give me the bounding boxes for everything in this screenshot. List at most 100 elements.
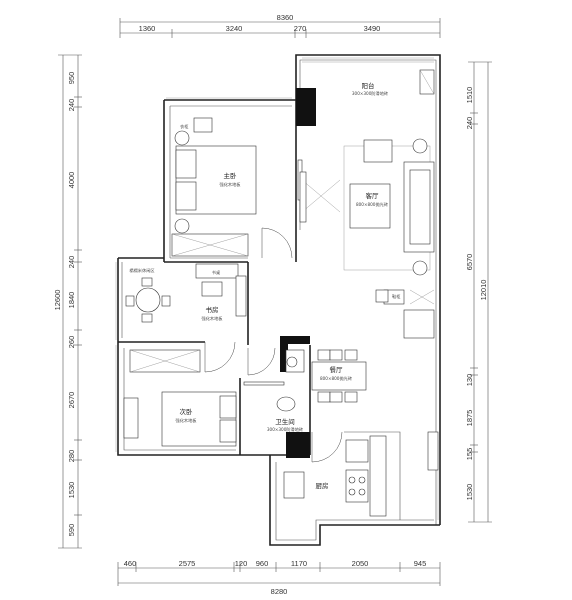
counter-icon — [369, 435, 387, 517]
right-dimension-group: 1510 240 6570 130 1875 155 1530 12010 — [465, 61, 492, 523]
dining-chair-icon — [317, 349, 331, 361]
right-dimension-7: 1530 — [465, 484, 474, 501]
shelf-icon — [235, 275, 247, 317]
shoe-cabinet-icon — [375, 289, 389, 303]
shower-rail-icon — [243, 381, 285, 386]
study-room: 书桌 榻榻米休闲区 书房 强化木地板 — [125, 263, 247, 323]
seat-icon — [141, 277, 153, 287]
pillow-icon-2 — [175, 181, 197, 211]
left-dimension-3: 4000 — [67, 172, 76, 189]
left-total-dimension: 12600 — [53, 290, 62, 311]
master-label: 主卧 — [224, 171, 238, 180]
basin-bowl-icon — [286, 356, 298, 368]
toilet-icon — [276, 396, 296, 412]
sofa-seat-icon — [409, 169, 431, 245]
kitchen-room: 厨房 — [283, 431, 439, 517]
desk-chair-icon — [201, 281, 223, 297]
bath-label: 卫生间 — [275, 417, 295, 426]
windows — [115, 57, 439, 520]
stove-icon — [345, 439, 369, 463]
right-dimension-2: 240 — [465, 117, 474, 130]
column-bath — [280, 336, 288, 372]
pillow-icon-4 — [219, 419, 237, 443]
burner-icon-4 — [358, 488, 366, 496]
second-bedroom-floor-note: 强化木地板 — [176, 417, 198, 424]
bottom-dimension-5: 1170 — [291, 559, 307, 568]
leisure-area-label: 榻榻米休闲区 — [129, 267, 154, 274]
pillow-icon — [175, 149, 197, 179]
left-dimension-6: 260 — [67, 336, 76, 349]
top-total-dimension: 8360 — [277, 13, 294, 22]
cooktop-icon — [345, 469, 369, 503]
left-dimension-9: 1530 — [67, 482, 76, 499]
bookshelf-icon — [195, 263, 239, 279]
living-floor-note: 800×800抛光砖 — [356, 201, 388, 208]
dining-label: 餐厅 — [330, 365, 344, 374]
top-dimension-group: 8360 1360 3240 270 3490 — [119, 13, 441, 38]
living-room: 客厅 800×800抛光砖 — [299, 138, 435, 339]
living-label: 客厅 — [366, 191, 380, 200]
left-dimension-4: 240 — [67, 256, 76, 269]
second-bedroom-label: 次卧 — [180, 407, 194, 416]
bottom-dimension-1: 460 — [124, 559, 137, 568]
dining-chair-icon-5 — [329, 391, 343, 403]
master-floor-note: 强化木地板 — [220, 181, 242, 188]
dining-floor-note: 800×800抛光砖 — [320, 375, 352, 382]
nightstand-icon — [174, 218, 190, 234]
bottom-total-dimension: 8280 — [271, 587, 288, 596]
balcony-label: 阳台 — [362, 81, 375, 90]
side-table-icon — [412, 138, 428, 154]
water-heater-icon — [427, 431, 439, 471]
dining-room: 餐厅 800×800抛光砖 鞋柜 — [311, 289, 400, 403]
shoe-cabinet-label: 鞋柜 — [392, 293, 400, 300]
bottom-dimension-2: 2575 — [179, 559, 196, 568]
column-bath-top — [280, 336, 310, 344]
study-desk-label: 书桌 — [212, 269, 221, 276]
burner-icon — [348, 476, 356, 484]
master-bedroom: 主卧 强化木地板 衣柜 — [171, 117, 257, 257]
burner-icon-2 — [358, 476, 366, 484]
right-dimension-5: 1875 — [465, 410, 474, 427]
nightstand-icon-2 — [174, 130, 190, 146]
left-dimension-2: 240 — [67, 99, 76, 112]
seat-icon-4 — [161, 295, 171, 307]
left-dimension-1: 950 — [67, 72, 76, 85]
right-dimension-1: 1510 — [465, 87, 474, 104]
kitchen-label: 厨房 — [316, 481, 329, 490]
top-dimension-4: 3490 — [364, 24, 381, 33]
column-balcony — [296, 88, 316, 126]
bottom-dimension-7: 945 — [414, 559, 427, 568]
bottom-dimension-6: 2050 — [352, 559, 369, 568]
left-dimension-group: 950 240 4000 240 1840 260 2670 280 1530 … — [53, 54, 82, 549]
balcony-room: 阳台 300×300防滑地砖 — [352, 69, 435, 97]
bathroom: 卫生间 300×300防滑地砖 — [243, 349, 305, 433]
top-dimension-1: 1360 — [139, 24, 156, 33]
dresser-chair-icon — [193, 117, 213, 133]
burner-icon-3 — [348, 488, 356, 496]
study-floor-note: 强化木地板 — [202, 315, 224, 322]
right-dimension-3: 6570 — [465, 254, 474, 271]
left-dimension-5: 1840 — [67, 292, 76, 309]
side-table-icon-2 — [412, 260, 428, 276]
seat-icon-3 — [125, 295, 135, 307]
dining-chair-icon-6 — [344, 391, 358, 403]
desk-icon-2 — [123, 397, 139, 439]
fridge-icon — [403, 309, 435, 339]
left-dimension-8: 280 — [67, 450, 76, 463]
armchair-icon — [363, 139, 393, 163]
seat-icon-2 — [141, 313, 153, 323]
dining-chair-icon-2 — [329, 349, 343, 361]
dining-table-icon — [311, 361, 367, 391]
dining-chair-icon-3 — [344, 349, 358, 361]
bottom-dimension-group: 460 2575 120 960 1170 2050 945 8280 — [117, 559, 441, 596]
balcony-floor-note: 300×300防滑地砖 — [352, 90, 388, 97]
tea-table-icon — [135, 287, 161, 313]
left-dimension-10: 590 — [67, 524, 76, 537]
top-dimension-2: 3240 — [226, 24, 243, 33]
coffee-table-icon — [349, 183, 391, 229]
pillow-icon-3 — [219, 395, 237, 419]
right-dimension-4: 130 — [465, 374, 474, 387]
right-total-dimension: 12010 — [479, 280, 488, 301]
master-wardrobe-label: 衣柜 — [180, 123, 188, 130]
